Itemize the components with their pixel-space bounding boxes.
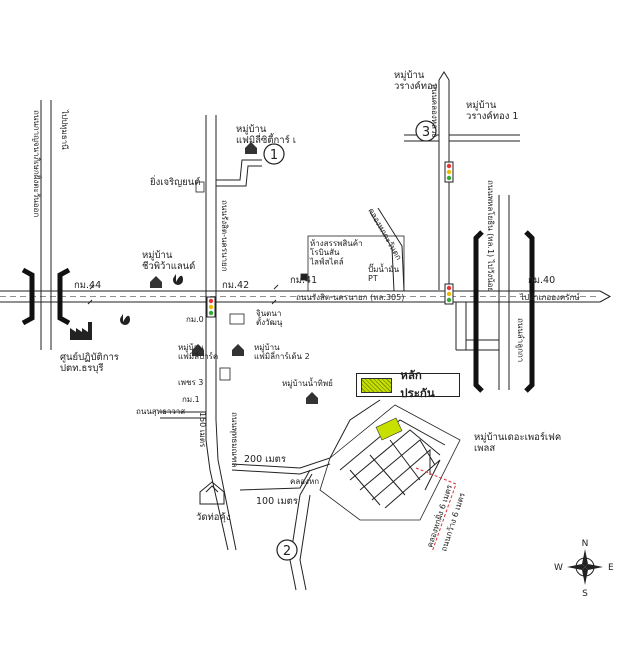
label-phet3: เพชร 3 [178, 378, 203, 387]
compass-s: S [582, 589, 588, 599]
label-village-familyhouse: หมู่บ้านแฟมิลี่ซิตี้การ์ เ [236, 124, 296, 146]
label-km0: กม.0 [186, 315, 204, 324]
label-road-rangsit: ถนนรังสิต-นครนายก [220, 200, 229, 272]
label-km40: กม.40 [528, 275, 555, 286]
label-km44: กม.44 [74, 280, 101, 291]
fuel-drop-icon [120, 274, 183, 325]
label-road-main: ถนนรังสิต-นครนายก (ทล.305) [296, 293, 404, 302]
legend-swatch [361, 377, 393, 393]
label-road-345: ถนนกาญจนาภิเษกฝั่งตะวันออก [32, 110, 43, 217]
label-village-perfect: หมู่บ้านเดอะเพอร์เฟคเพลส [474, 431, 561, 454]
road-pt [369, 207, 405, 292]
main-highway [0, 290, 600, 303]
label-100m: 100 เมตร [256, 496, 298, 507]
house-icon [150, 142, 318, 404]
label-klong-north: คลองหกตะวันตก [366, 207, 403, 262]
marker-1-label: 1 [270, 148, 278, 163]
building-icon [195, 181, 308, 381]
overpass-right [473, 230, 535, 393]
collateral-plot [375, 417, 403, 441]
label-road-hospital: ถนนคลองหลวง [430, 84, 439, 137]
label-klong6: คลองหก [290, 477, 319, 486]
label-jintana: จินตนาตั้งวัฒนุ [256, 309, 283, 327]
label-village-happy: หมู่บ้านแฟมิลี่ปาร์ค [178, 343, 218, 361]
label-to-ongkharak: ไปอำเภอองครักษ์ [519, 292, 580, 302]
label-road-suttawat: ถนนสุทธาวาส [136, 407, 185, 416]
road-left-vertical [40, 100, 52, 350]
label-200m: 200 เมตร [244, 454, 286, 465]
legend: หลักประกัน [356, 368, 460, 400]
arrows [438, 71, 612, 303]
label-village-wangthong-1: หมู่บ้านวรางค์ทอง [394, 70, 437, 92]
label-km1: กม.1 [182, 395, 200, 404]
marker-2-label: 2 [283, 544, 291, 559]
legend-label: หลักประกัน [400, 368, 435, 400]
crossing-marks [87, 284, 279, 305]
temple-icon [199, 481, 225, 505]
label-km42: กม.42 [222, 280, 249, 291]
label-road-lamlukka: ถนนลำลูกกา [515, 318, 525, 362]
compass-n: N [582, 539, 589, 549]
lower-roads [160, 399, 461, 591]
label-km41: กม.41 [290, 275, 317, 286]
marker-1: 1 [263, 143, 285, 165]
label-center: ศูนย์ปฏิบัติการปตท.ธรบุรี [60, 351, 119, 374]
label-village-siwilai: หมู่บ้านชีวพิว้าแลนด์ [142, 250, 195, 272]
compass-w: W [554, 563, 563, 573]
overpass-left [21, 267, 71, 326]
label-wat: วัดท่อคุ้ง [196, 512, 230, 523]
traffic-lights [206, 161, 454, 318]
boundary-line [415, 467, 457, 553]
label-to-pathumthani: ไปปทุมธานี [60, 109, 69, 150]
mall-outline [307, 235, 405, 292]
marker-3-label: 3 [422, 125, 430, 140]
marker-3: 3 [415, 120, 437, 142]
label-store-yingcharoen: ยิ่งเจริญยนต์ [150, 175, 201, 188]
road-village1 [216, 159, 262, 187]
compass-rose: N S E W [554, 539, 614, 599]
label-road-phutthamonthon: ถนนพุทธมณฑล [230, 412, 239, 468]
label-150m: 150 เมตร [198, 412, 207, 448]
road-center-vertical [205, 115, 237, 551]
marker-2: 2 [276, 539, 298, 561]
label-village-happy2: หมู่บ้านแฟมิลี่การ์เด้น 2 [254, 343, 310, 361]
label-village-wangthong1: หมู่บ้านวรางค์ทอง 1 [466, 100, 518, 122]
factory-icon [70, 322, 92, 340]
map-labels: หมู่บ้านวรางค์ทอง หมู่บ้านวรางค์ทอง 1 หม… [32, 70, 580, 553]
label-road-phahonyothin: ถนนพหลโยธิน (ทล.1) ไปวังน้อย [486, 180, 496, 292]
label-village-nakorn: หมู่บ้านน้ำทิพย์ [282, 377, 333, 389]
compass-e: E [608, 563, 614, 573]
label-mall: ห้างสรรพสินค้าโรบินสันไลฟ์สไตล์ [309, 239, 363, 266]
